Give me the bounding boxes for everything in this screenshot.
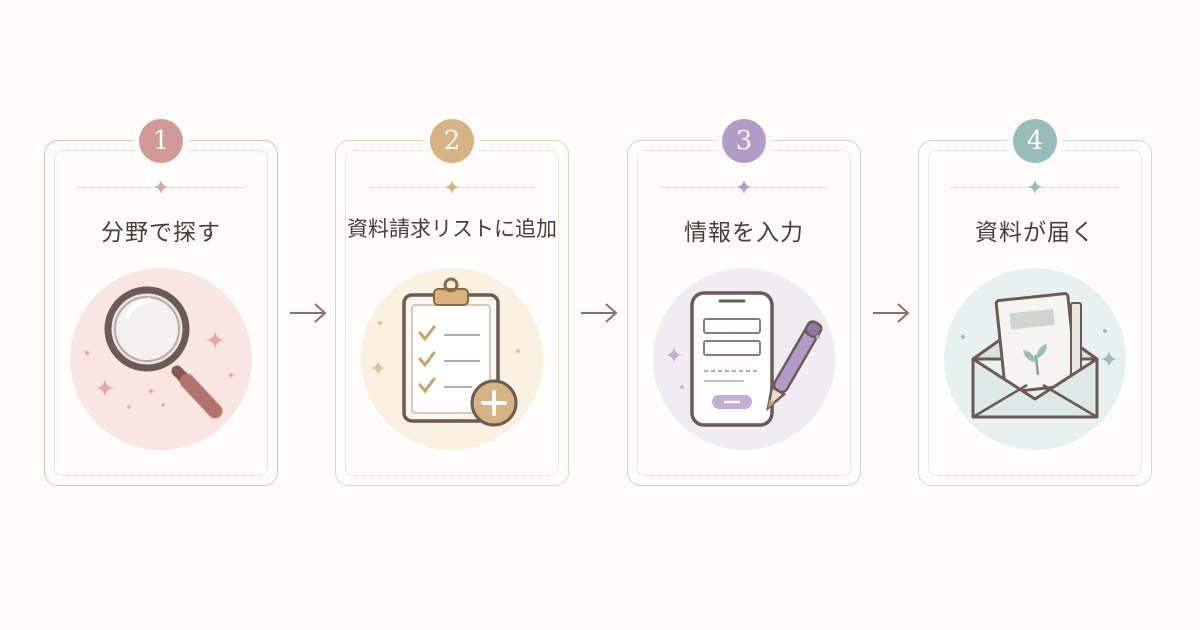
- magnifier-icon: [70, 268, 252, 450]
- step-number-badge: 1: [139, 119, 183, 163]
- step-title: 資料請求リストに追加: [347, 217, 557, 241]
- step-title: 資料が届く: [975, 220, 1095, 246]
- sparkle-icon: [445, 180, 459, 194]
- step-card-1: 1 分野で探す: [44, 119, 278, 486]
- clipboard-checklist-icon: [361, 268, 543, 450]
- step-card-4: 4 資料が届く: [918, 119, 1152, 486]
- sparkle-icon: [737, 180, 751, 194]
- step-number-badge: 2: [430, 119, 474, 163]
- smartphone-pen-icon: [653, 268, 835, 450]
- step-number-badge: 3: [722, 119, 766, 163]
- step-card-2: 2 資料請求リストに追加: [335, 119, 569, 486]
- step-title: 分野で探す: [101, 220, 221, 246]
- arrow-right-icon: [581, 303, 618, 323]
- step-card-3: 3 情報を入力: [627, 119, 861, 486]
- step-title: 情報を入力: [684, 220, 804, 246]
- sparkle-icon: [154, 180, 168, 194]
- envelope-document-icon: [944, 268, 1126, 450]
- step-number-badge: 4: [1013, 119, 1057, 163]
- arrow-right-icon: [873, 303, 910, 323]
- arrow-right-icon: [290, 303, 327, 323]
- sparkle-icon: [1028, 180, 1042, 194]
